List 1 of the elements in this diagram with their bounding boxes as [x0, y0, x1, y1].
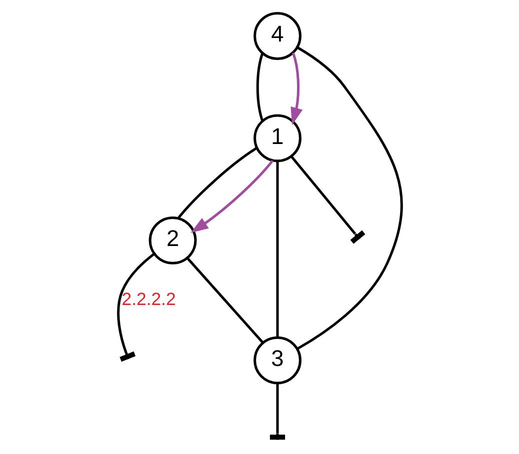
edge-label: 2.2.2.2: [121, 289, 176, 310]
